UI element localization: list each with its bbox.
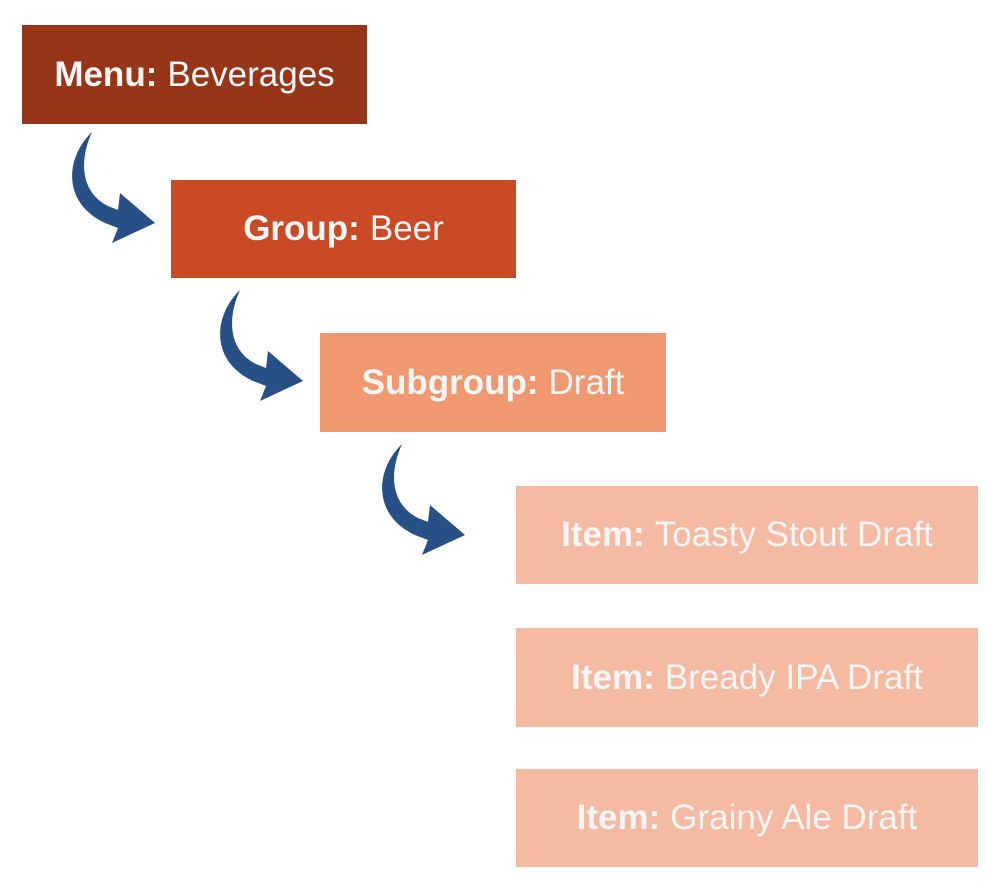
group-box: Group: Beer <box>171 180 516 278</box>
subgroup-value: Draft <box>548 362 625 402</box>
item-label: Item: <box>571 657 655 697</box>
item-box: Item: Grainy Ale Draft <box>516 769 978 867</box>
item-value: Grainy Ale Draft <box>670 798 918 837</box>
curved-arrow-icon <box>72 132 155 243</box>
subgroup-label: Subgroup: <box>361 362 539 402</box>
menu-value: Beverages <box>167 54 335 94</box>
menu-label: Menu: <box>54 54 158 94</box>
item-value: Bready IPA Draft <box>664 657 923 697</box>
item-box: Item: Bready IPA Draft <box>516 628 978 727</box>
group-label: Group: <box>243 209 360 248</box>
item-label: Item: <box>576 798 661 837</box>
item-label: Item: <box>561 515 645 554</box>
item-value: Toasty Stout Draft <box>654 515 933 554</box>
menu-box: Menu: Beverages <box>22 25 367 124</box>
curved-arrow-icon <box>382 444 465 555</box>
item-box: Item: Toasty Stout Draft <box>516 486 978 584</box>
curved-arrow-icon <box>220 290 303 401</box>
group-value: Beer <box>369 209 444 248</box>
subgroup-box: Subgroup: Draft <box>320 333 666 432</box>
